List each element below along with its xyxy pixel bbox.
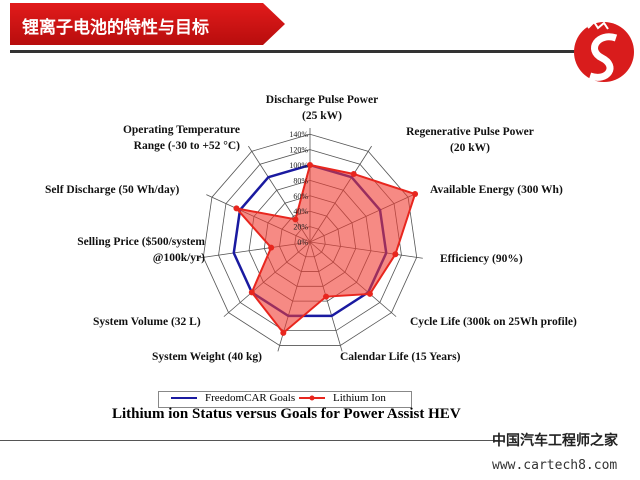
axis-label-price: Selling Price ($500/system@100k/yr) (77, 236, 205, 264)
data-point (307, 162, 313, 168)
tick-label: 60% (293, 192, 308, 201)
title-banner: 锂离子电池的特性与目标 (10, 3, 285, 45)
axis-label-calendar-life: Calendar Life (15 Years) (340, 351, 461, 363)
axis-label-volume: System Volume (32 L) (93, 316, 201, 328)
axis-label-regen: Regenerative Pulse Power(20 kW) (406, 126, 534, 154)
axis-label-cycle-life: Cycle Life (300k on 25Wh profile) (410, 316, 577, 328)
tick-label: 20% (293, 223, 308, 232)
tick-label: 0% (297, 238, 308, 247)
chart-title: Lithium ion Status versus Goals for Powe… (112, 406, 461, 422)
data-point (366, 290, 373, 297)
data-point (233, 205, 240, 212)
axis-label-discharge: Discharge Pulse Power(25 kW) (265, 94, 379, 122)
watermark-cn: 中国汽车工程师之家 (492, 433, 618, 449)
tick-label: 100% (289, 161, 308, 170)
logo-icon (574, 20, 634, 82)
data-point (292, 216, 299, 223)
data-point (350, 170, 357, 177)
data-point (323, 293, 330, 300)
divider (10, 50, 575, 53)
slide-title: 锂离子电池的特性与目标 (22, 18, 209, 38)
legend-item-li-ion: Lithium Ion (299, 392, 386, 404)
axis-label-self-discharge: Self Discharge (50 Wh/day) (45, 184, 180, 196)
data-point (248, 289, 255, 296)
tick-label: 120% (289, 146, 308, 155)
data-point (392, 251, 399, 258)
watermark-url: www.cartech8.com (492, 458, 618, 473)
tick-label: 40% (293, 207, 308, 216)
axis-label-weight: System Weight (40 kg) (152, 351, 262, 363)
bottom-divider (0, 440, 500, 441)
axis-label-energy: Available Energy (300 Wh) (430, 184, 563, 196)
series-1-polygon (233, 163, 417, 335)
legend-item-goals: FreedomCAR Goals (171, 392, 296, 404)
axis-label-efficiency: Efficiency (90%) (440, 253, 523, 265)
data-point (268, 244, 275, 251)
legend: FreedomCAR Goals Lithium Ion (158, 391, 412, 408)
tick-label: 140% (289, 130, 308, 139)
tick-label: 80% (293, 176, 308, 185)
data-point (280, 329, 287, 336)
data-point (412, 191, 419, 198)
